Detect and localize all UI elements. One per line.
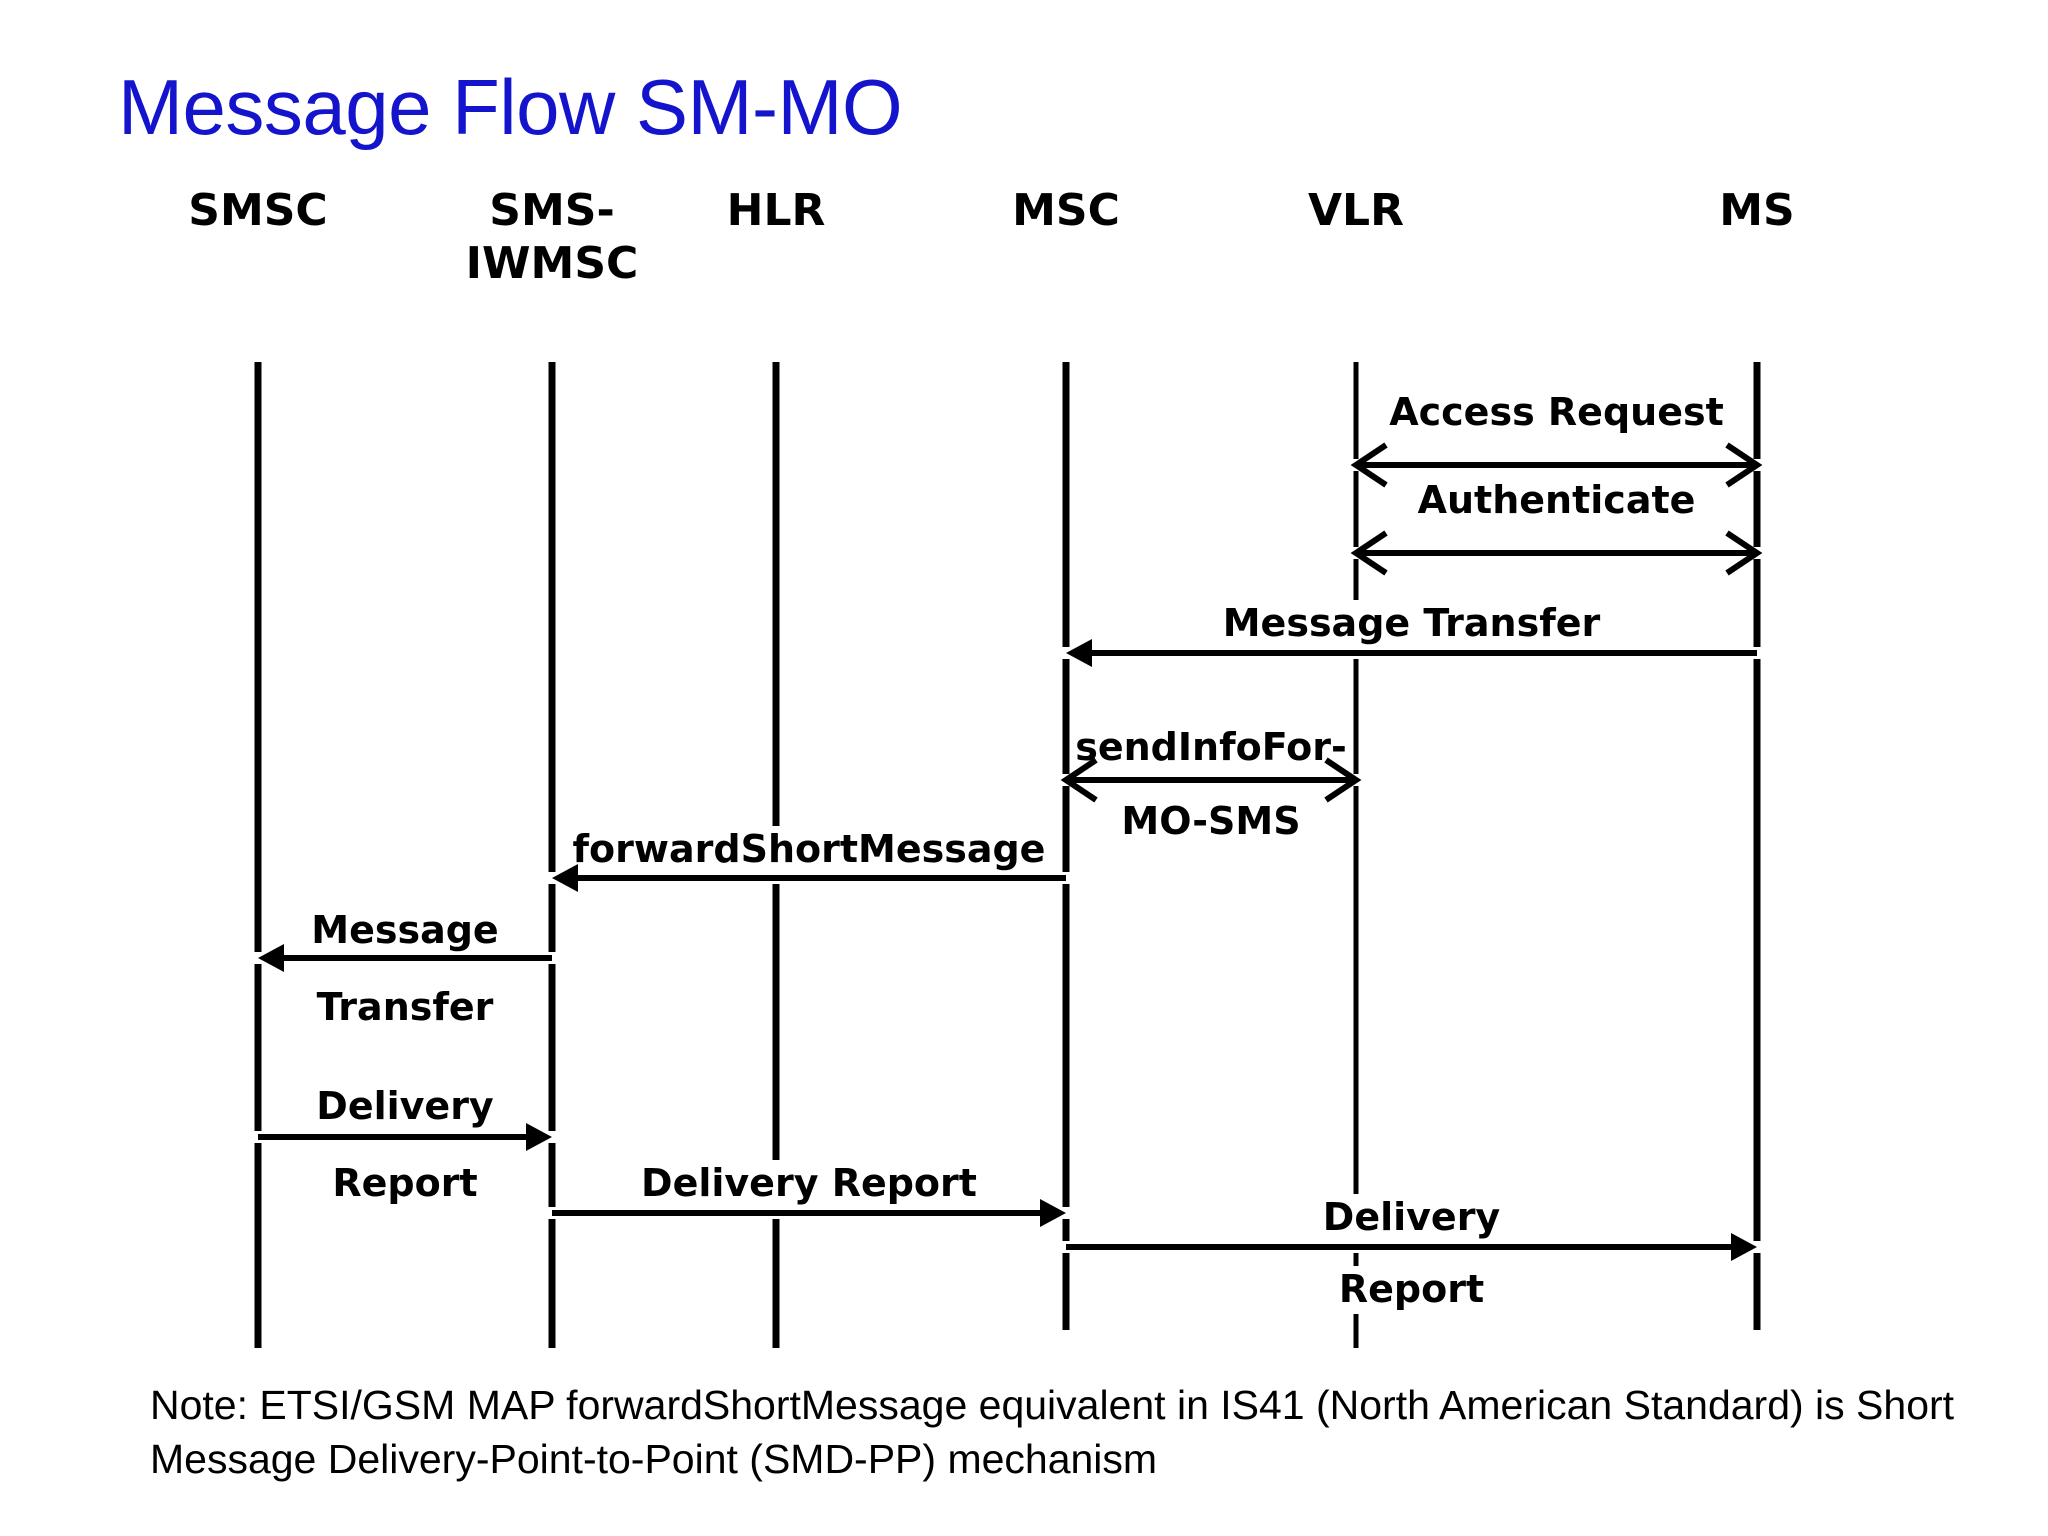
arrowhead-access-request [1725,442,1763,488]
footnote-line-1: Note: ETSI/GSM MAP forwardShortMessage e… [150,1382,1955,1428]
message-label-send-info-for-mo-sms: sendInfoFor- [1075,725,1347,769]
message-label-authenticate: Authenticate [1418,478,1696,522]
message-label-forward-short-message: forwardShortMessage [573,827,1046,871]
message-send-info-for-mo-sms: sendInfoFor- MO-SMS [1060,725,1362,843]
arrowhead-send-info-for-mo-sms [1060,757,1098,803]
arrowhead-authenticate [1350,530,1388,576]
footnote-line-2: Message Delivery-Point-to-Point (SMD-PP)… [150,1436,1158,1483]
arrowhead-access-request [1350,442,1388,488]
message-label2-message-transfer-iwmsc-smsc: Transfer [317,985,494,1029]
message-label2-send-info-for-mo-sms: MO-SMS [1121,799,1300,843]
lifeline-label-group: SMSC SMS-IWMSC HLR MSC VLR MS [188,185,1794,289]
message-delivery-report-iwmsc-msc: Delivery Report [552,1161,1066,1227]
message-message-transfer-ms-msc: Message Transfer [1066,601,1757,667]
lifeline-label-vlr: VLR [1308,185,1404,236]
arrowhead-message-transfer-iwmsc-smsc [258,944,284,972]
arrowhead-message-transfer-ms-msc [1066,639,1092,667]
message-label-delivery-report-iwmsc-msc: Delivery Report [641,1161,977,1205]
arrowhead-delivery-report-smsc-iwmsc [526,1123,552,1151]
arrowhead-delivery-report-msc-ms [1731,1233,1757,1261]
message-label-delivery-report-msc-ms: Delivery [1323,1195,1501,1239]
arrowhead-send-info-for-mo-sms [1324,757,1362,803]
lifeline-group [254,362,1761,1348]
message-label-access-request: Access Request [1389,390,1724,434]
message-forward-short-message: forwardShortMessage [552,827,1066,892]
footnote: Note: ETSI/GSM MAP forwardShortMessage e… [150,1378,1980,1486]
lifeline-label-hlr: HLR [727,185,826,236]
lifeline-label-iwmsc-line2: IWMSC [466,238,639,289]
message-label-message-transfer-iwmsc-smsc: Message [311,908,498,952]
message-label-delivery-report-smsc-iwmsc: Delivery [316,1084,494,1128]
arrowhead-forward-short-message [552,864,578,892]
message-label2-delivery-report-msc-ms: Report [1339,1267,1484,1311]
lifeline-label-smsc: SMSC [188,185,327,236]
page-title: Message Flow SM-MO [118,63,903,151]
arrowhead-authenticate [1725,530,1763,576]
lifeline-label-iwmsc: SMS- [489,185,614,236]
lifeline-label-msc: MSC [1012,185,1120,236]
message-access-request: Access Request [1350,390,1763,488]
message-label2-delivery-report-smsc-iwmsc: Report [332,1161,477,1205]
lifeline-label-ms: MS [1719,185,1794,236]
message-authenticate: Authenticate [1350,478,1763,576]
message-label-message-transfer-ms-msc: Message Transfer [1223,601,1601,645]
arrowhead-delivery-report-iwmsc-msc [1040,1199,1066,1227]
